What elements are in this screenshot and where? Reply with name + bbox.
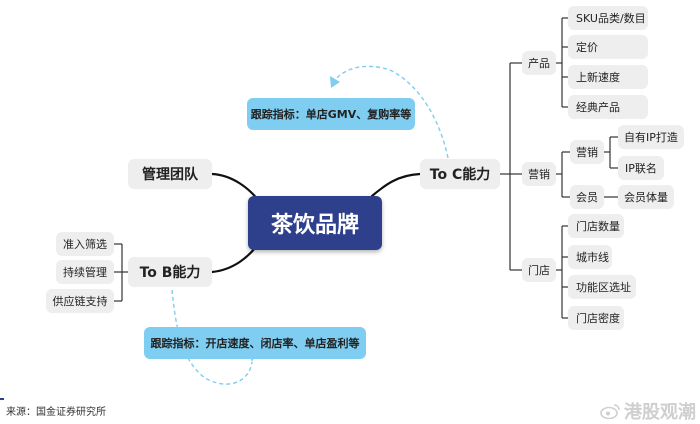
product-leaf-sku: SKU品类/数目	[568, 6, 648, 30]
to-b-leaf-admission: 准入筛选	[56, 232, 114, 256]
to-b-leaf-supply-chain: 供应链支持	[46, 289, 114, 313]
store-leaf-density: 门店密度	[568, 306, 624, 330]
product-leaf-classic: 经典产品	[568, 95, 648, 119]
tracking-indicator-to-c: 跟踪指标：单店GMV、复购率等	[247, 98, 415, 130]
store-leaf-count: 门店数量	[568, 214, 624, 238]
source-note: 来源：国金证券研究所	[6, 407, 106, 418]
marketing-leaf-ip-collab: IP联名	[618, 156, 664, 180]
product-leaf-pricing: 定价	[568, 35, 648, 59]
store-leaf-location: 功能区选址	[568, 275, 636, 299]
watermark-text: 港股观潮	[624, 402, 696, 423]
footer-accent	[0, 398, 4, 400]
management-team-node: 管理团队	[128, 159, 212, 189]
store-leaf-city-tier: 城市线	[568, 245, 612, 269]
marketing-sub-membership: 会员	[570, 185, 604, 209]
to-c-marketing-node: 营销	[522, 162, 556, 186]
to-b-leaf-management: 持续管理	[56, 260, 114, 284]
tracking-indicator-to-b: 跟踪指标：开店速度、闭店率、单店盈利等	[144, 327, 366, 359]
to-c-store-node: 门店	[522, 258, 556, 282]
to-c-product-node: 产品	[522, 51, 556, 75]
marketing-sub-marketing: 营销	[570, 140, 604, 164]
watermark: 港股观潮	[600, 398, 696, 424]
center-node-tea-brand: 茶饮品牌	[248, 196, 382, 250]
arrowhead-to-c	[330, 76, 340, 88]
dashed-loop-to-c	[334, 65, 449, 159]
to-b-node: To B能力	[128, 257, 212, 287]
weibo-icon	[600, 404, 620, 419]
membership-leaf-volume: 会员体量	[618, 185, 674, 209]
connector-to-c	[370, 172, 422, 198]
marketing-leaf-own-ip: 自有IP打造	[618, 125, 684, 149]
to-c-node: To C能力	[420, 159, 500, 189]
product-leaf-launch-speed: 上新速度	[568, 65, 648, 89]
